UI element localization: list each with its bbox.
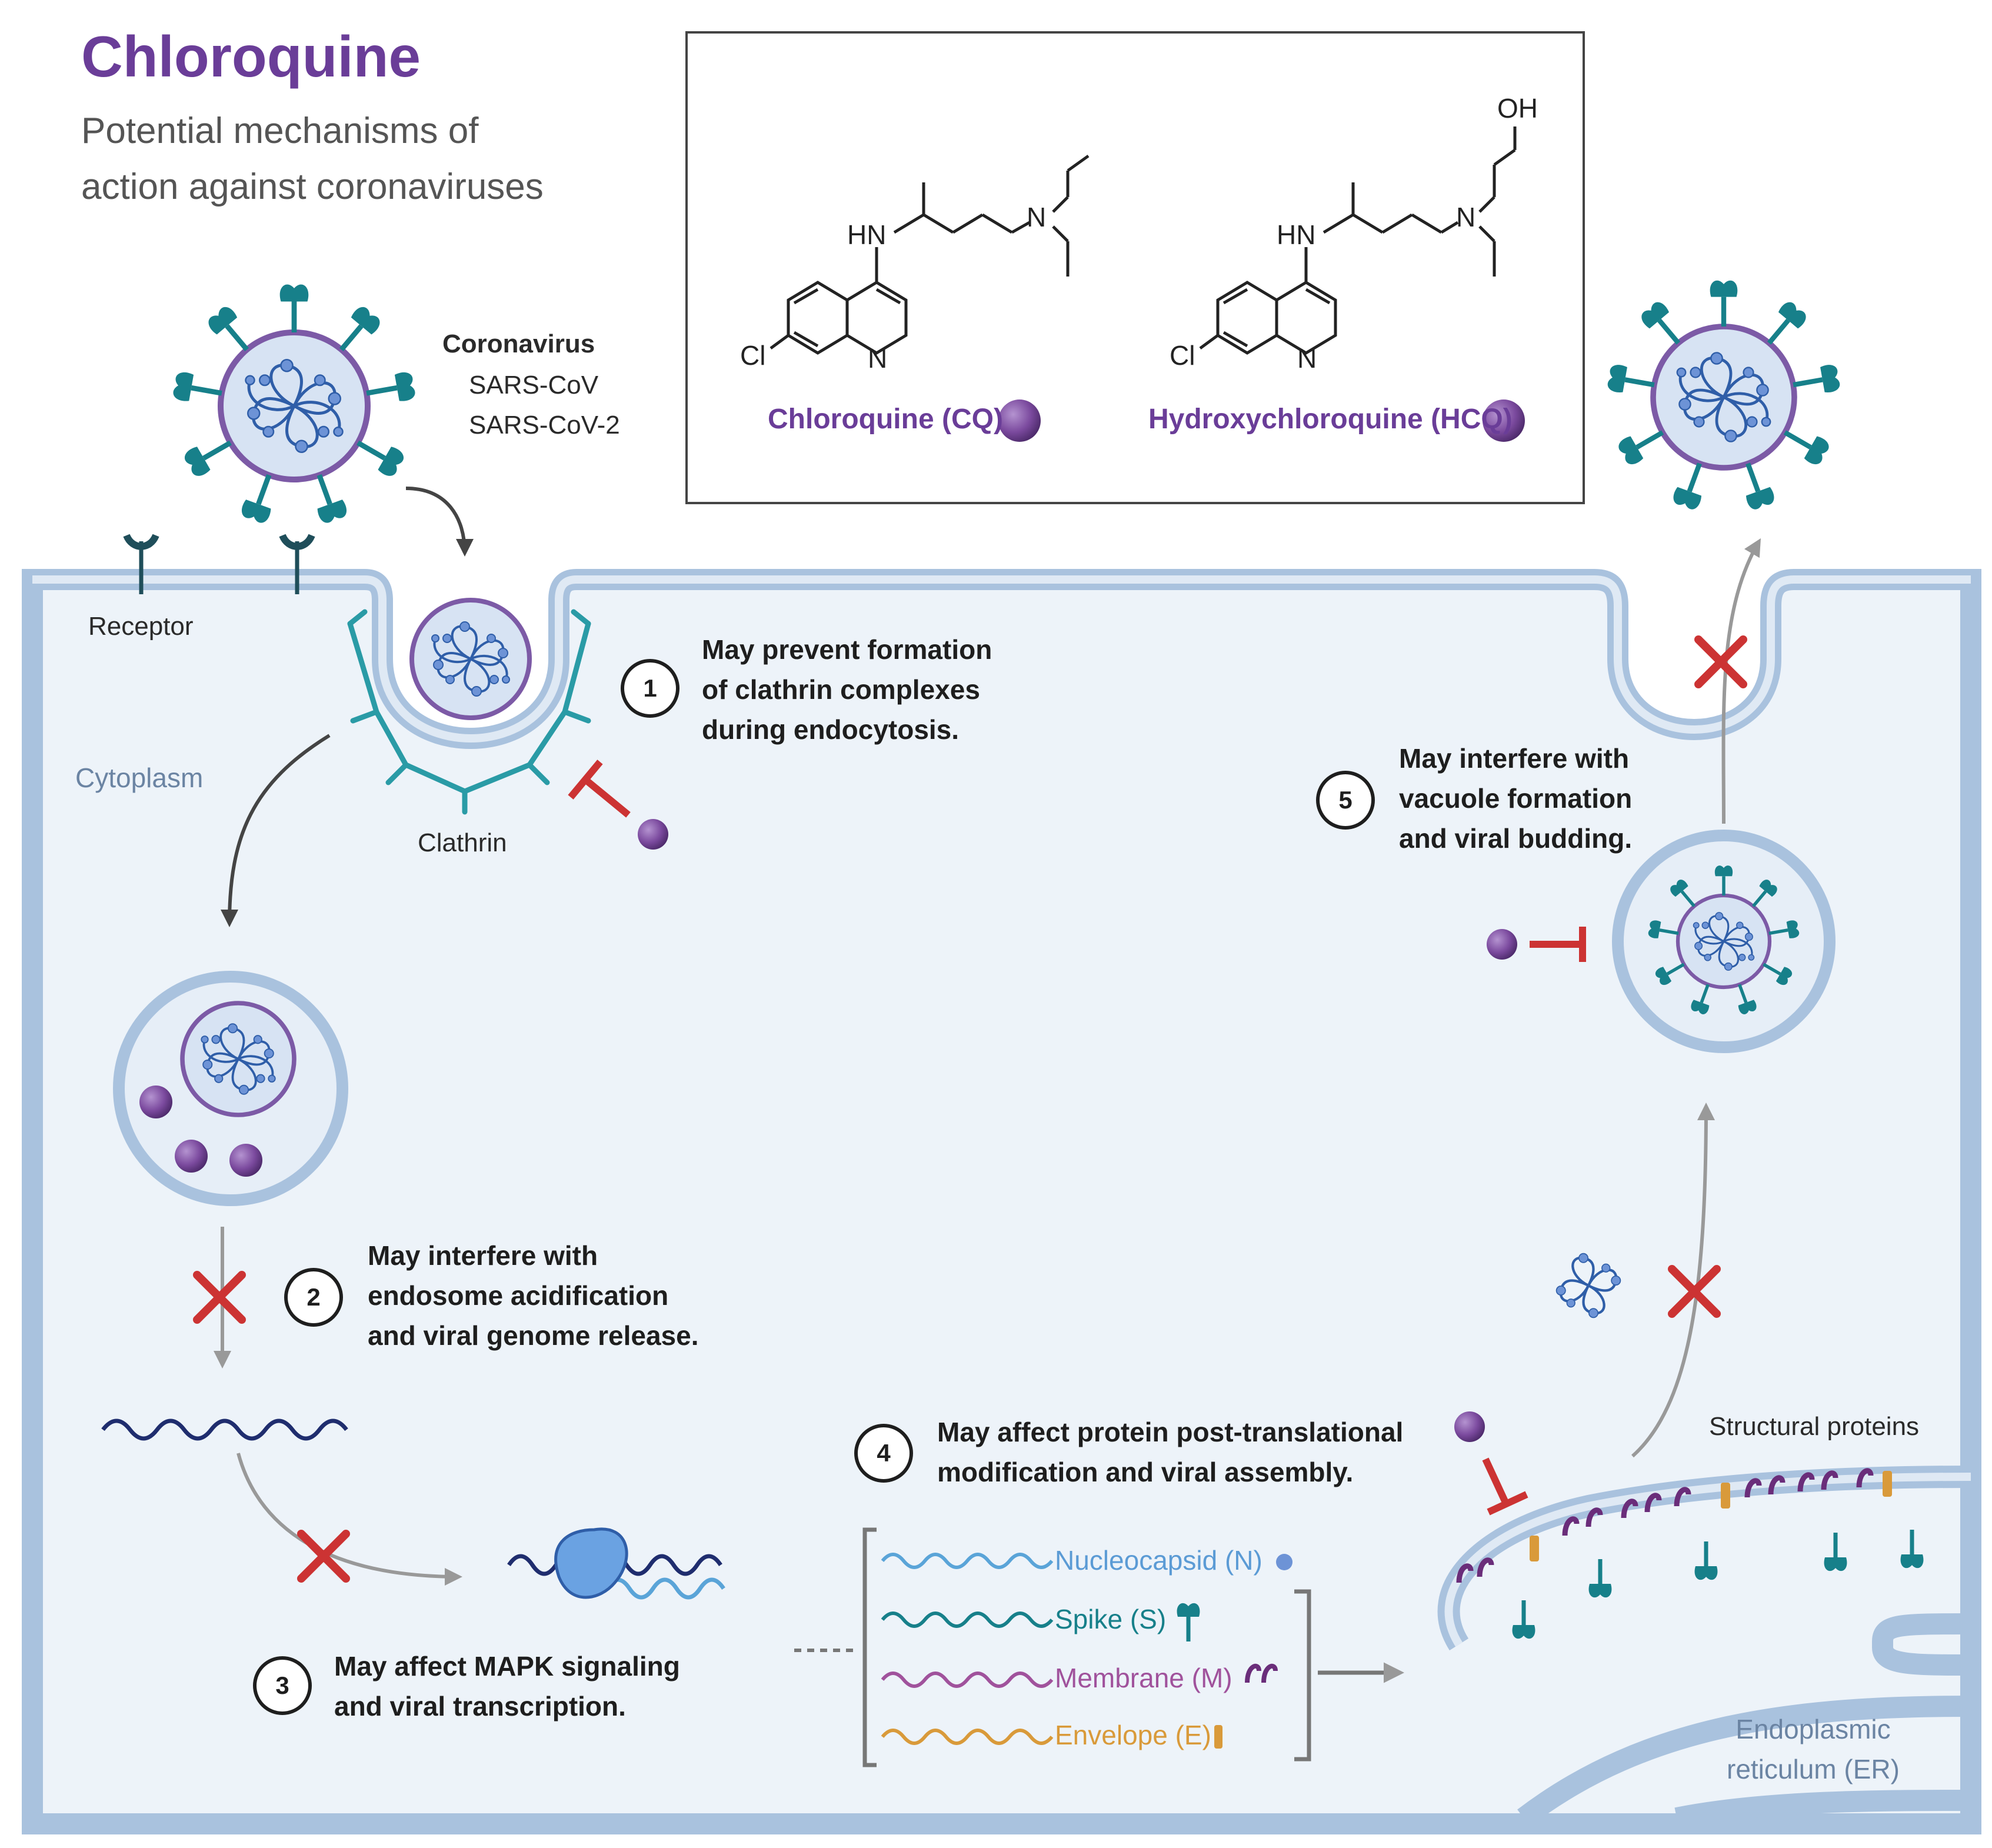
svg-text:OH: OH <box>1497 93 1538 124</box>
coronavirus-label: Coronavirus <box>442 329 595 358</box>
clathrin-cage-icon <box>347 609 591 815</box>
er-proteins-icon <box>1456 1468 1923 1639</box>
released-virus-icon <box>1607 281 1841 511</box>
step-4-badge: 4 <box>854 1424 913 1483</box>
svg-text:N: N <box>868 343 887 374</box>
nucleocapsid-label: Nucleocapsid (N) <box>1055 1545 1263 1576</box>
vacuole-icon <box>1612 830 1836 1053</box>
drug-icon <box>1454 1411 1485 1442</box>
spike-label: Spike (S) <box>1055 1604 1167 1634</box>
inhibit-clathrin-icon <box>568 760 631 818</box>
hcq-drug-icon <box>1483 399 1525 442</box>
inhibit-assembly-icon <box>1482 1457 1528 1516</box>
step-2-badge: 2 <box>284 1268 343 1327</box>
svg-text:N: N <box>1297 343 1317 374</box>
inhibit-budding-icon <box>1530 927 1586 962</box>
cytoplasm-label: Cytoplasm <box>75 762 204 793</box>
endocytosed-virus-icon <box>412 600 529 718</box>
coronavirus-icon <box>172 285 416 525</box>
sars-cov-2-label: SARS-CoV-2 <box>469 411 620 439</box>
hcq-name: Hydroxychloroquine (HCQ) <box>1148 404 1513 435</box>
step-1-badge: 1 <box>621 659 679 718</box>
envelope-label: Envelope (E) <box>1055 1720 1211 1750</box>
step-2-text: May interfere with endosome acidificatio… <box>368 1240 699 1351</box>
er-label: Endoplasmic reticulum (ER) <box>1727 1714 1900 1784</box>
step-5-badge: 5 <box>1316 771 1375 830</box>
svg-text:Cl: Cl <box>1170 340 1195 371</box>
structural-proteins-label: Structural proteins <box>1709 1412 1920 1441</box>
membrane-label: Membrane (M) <box>1055 1663 1232 1693</box>
step-3-badge: 3 <box>253 1656 312 1715</box>
endosome-icon <box>113 971 348 1206</box>
receptor-icon <box>123 534 315 594</box>
nucleocapsid-icon <box>1276 1554 1293 1570</box>
viral-rna-icon <box>101 1419 348 1441</box>
sars-cov-label: SARS-CoV <box>469 371 599 399</box>
cell-membrane <box>22 569 1981 1834</box>
drug-icon <box>1487 929 1517 960</box>
protein-bracket <box>862 1527 1311 1767</box>
drug-icon <box>638 819 668 850</box>
step-3-text: May affect MAPK signaling and viral tran… <box>334 1651 680 1722</box>
clathrin-label: Clathrin <box>418 828 507 857</box>
hydroxychloroquine-structure <box>1199 126 1517 355</box>
step-1-text: May prevent formation of clathrin comple… <box>702 634 992 745</box>
envelope-protein-icon <box>1214 1725 1222 1749</box>
page-title: Chloroquine <box>81 24 421 89</box>
nucleocapsid-complex-icon <box>1555 1253 1621 1318</box>
drug-structures-box <box>685 31 1585 504</box>
step-4-text: May affect protein post-translational mo… <box>937 1417 1404 1487</box>
membrane-protein-icon <box>1245 1663 1278 1683</box>
svg-text:Cl: Cl <box>740 340 765 371</box>
transcription-complex-icon <box>507 1527 725 1600</box>
receptor-label: Receptor <box>88 612 194 641</box>
cq-name: Chloroquine (CQ) <box>768 404 1003 435</box>
svg-text:N: N <box>1027 202 1046 232</box>
chloroquine-structure <box>770 154 1090 355</box>
page-subtitle: Potential mechanisms of action against c… <box>81 111 544 207</box>
cq-drug-icon <box>998 399 1041 442</box>
svg-text:HN: HN <box>847 219 886 250</box>
step-5-text: May interfere with vacuole formation and… <box>1399 743 1633 854</box>
svg-text:HN: HN <box>1277 219 1315 250</box>
svg-text:N: N <box>1456 202 1475 232</box>
